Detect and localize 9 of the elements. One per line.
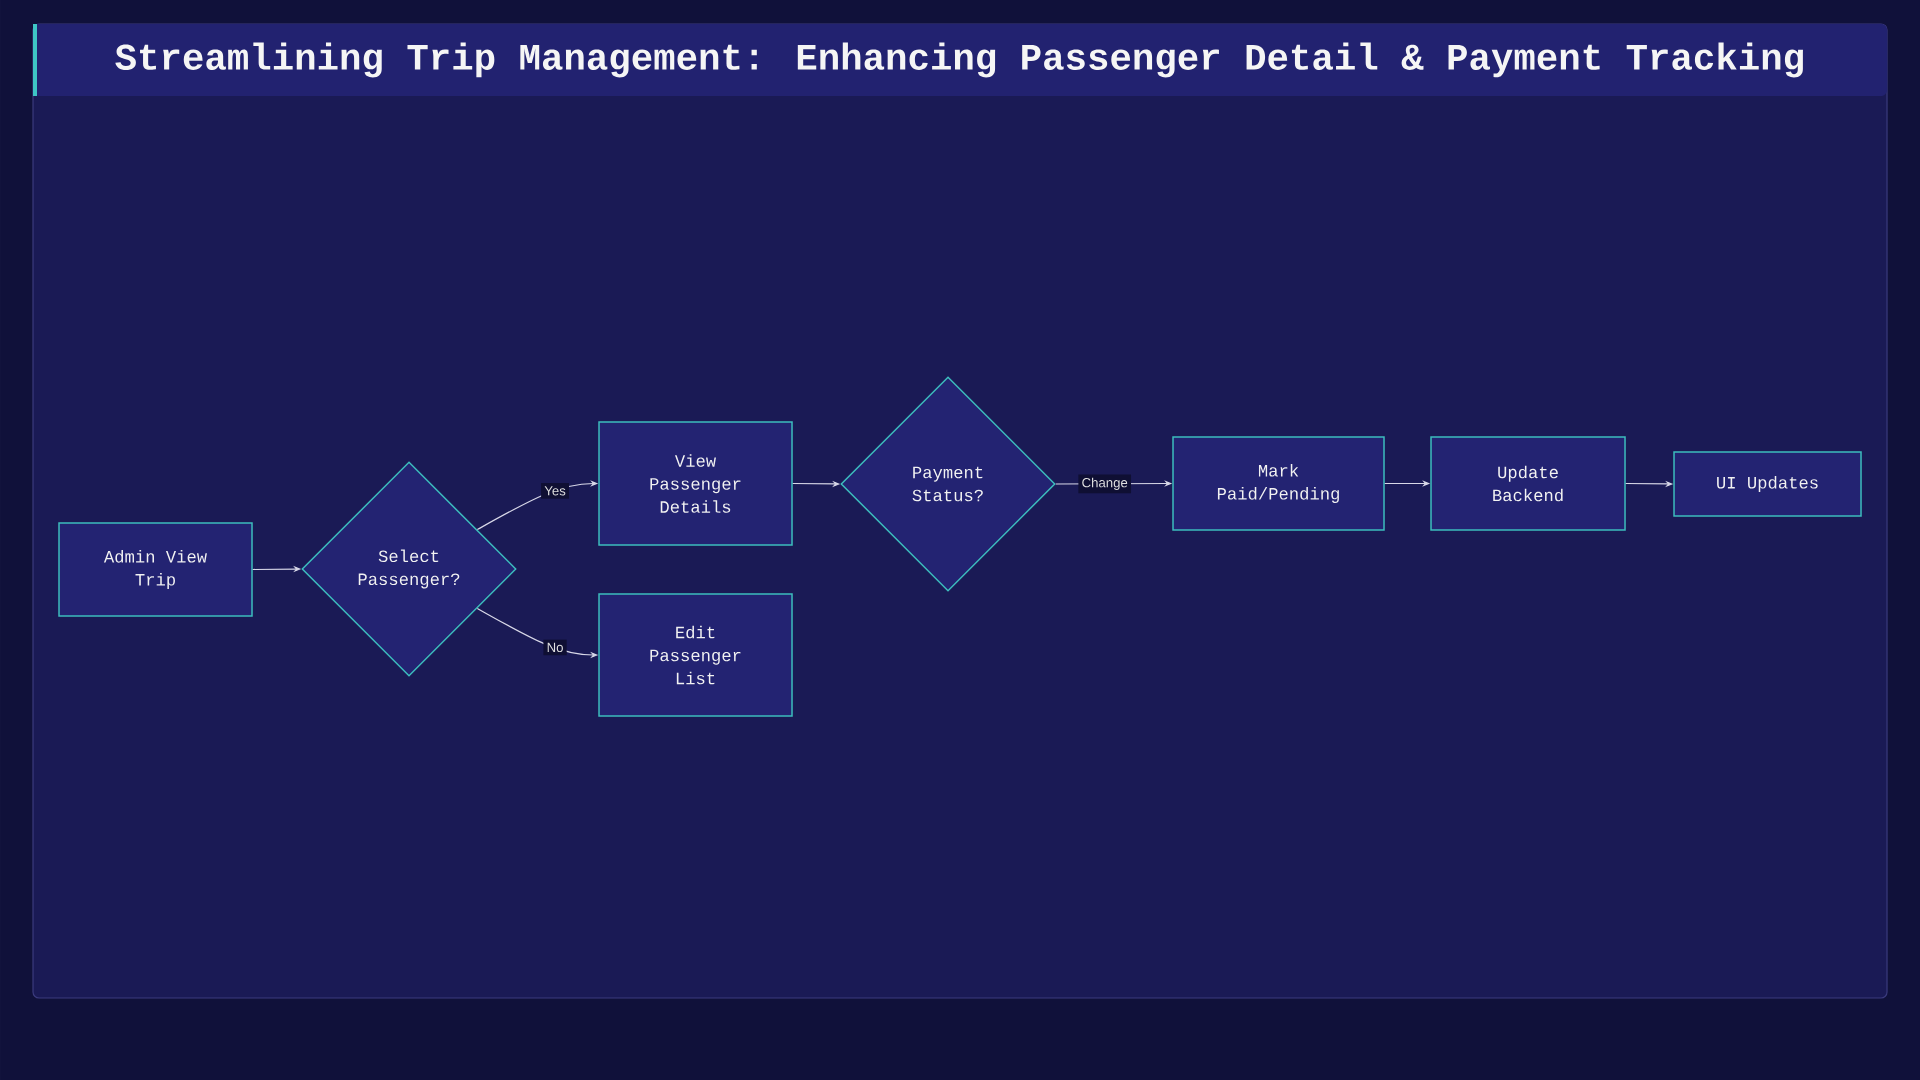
title-bar: Streamlining Trip Management: Enhancing Passenger Detail & Payment Tracking [33,24,1887,96]
process-box: Edit Passenger List [598,593,793,717]
edge-label: Change [1078,474,1131,494]
edge-label: Yes [541,483,569,499]
process-box: UI Updates [1673,451,1862,517]
process-box: Admin View Trip [58,522,253,617]
process-box: View Passenger Details [598,421,793,546]
process-box: Mark Paid/Pending [1172,436,1385,531]
process-box: Update Backend [1430,436,1626,531]
